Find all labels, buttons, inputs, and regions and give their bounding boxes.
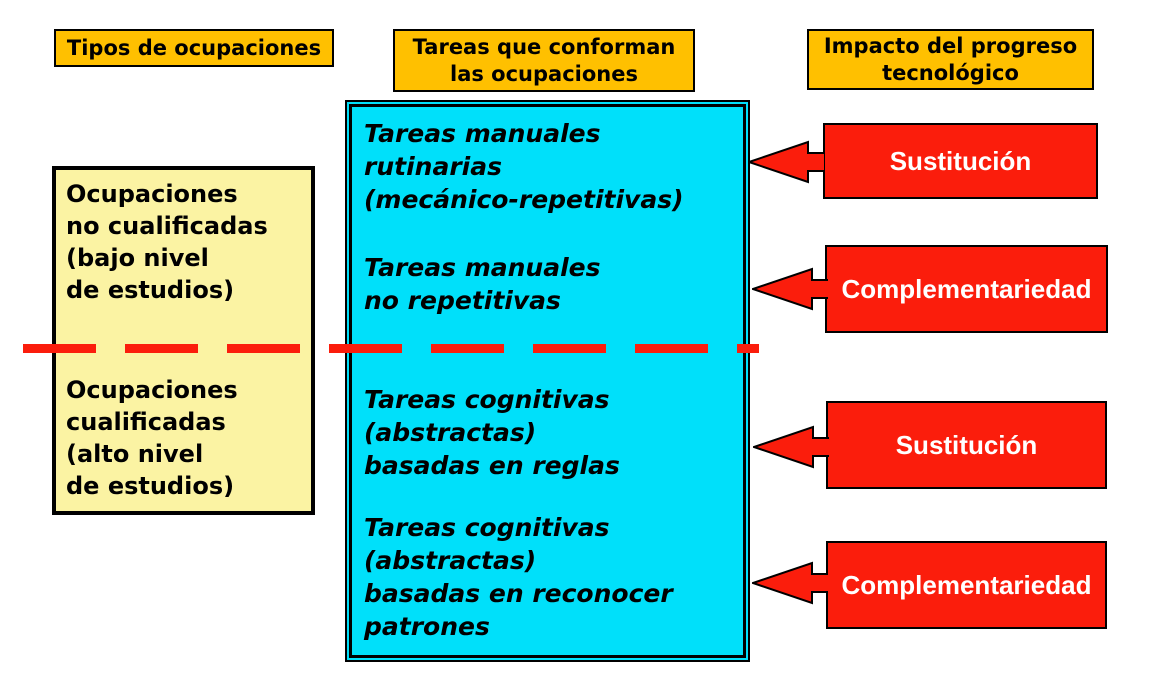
header-tech-impact: Impacto del progreso tecnológico xyxy=(807,29,1094,90)
left-arrow-icon xyxy=(753,425,829,469)
task-manual-routine-label: Tareas manuales rutinarias (mecánico-rep… xyxy=(364,119,684,214)
impact-substitution-2: Sustitución xyxy=(826,401,1107,489)
left-arrow-icon xyxy=(748,140,824,184)
impact-complementarity-2: Complementariedad xyxy=(826,541,1107,629)
task-cognitive-rules-label: Tareas cognitivas (abstractas) basadas e… xyxy=(364,385,620,480)
header-tasks: Tareas que conforman las ocupaciones xyxy=(393,29,695,92)
occupations-box: Ocupaciones no cualificadas (bajo nivel … xyxy=(52,166,315,515)
task-manual-nonrepetitive-label: Tareas manuales no repetitivas xyxy=(364,253,601,315)
task-cognitive-patterns-label: Tareas cognitivas (abstractas) basadas e… xyxy=(364,513,673,641)
tasks-box-inner: Tareas manuales rutinarias (mecánico-rep… xyxy=(349,104,746,658)
occupation-unskilled-label: Ocupaciones no cualificadas (bajo nivel … xyxy=(66,180,268,304)
left-arrow-icon xyxy=(752,267,828,311)
tasks-box: Tareas manuales rutinarias (mecánico-rep… xyxy=(345,100,750,662)
left-arrow-icon xyxy=(752,561,828,605)
impact-substitution-1: Sustitución xyxy=(823,123,1098,199)
skill-divider-dashed-line xyxy=(23,344,759,353)
occupation-skilled-label: Ocupaciones cualificadas (alto nivel de … xyxy=(66,376,238,500)
impact-complementarity-1: Complementariedad xyxy=(825,245,1108,333)
header-occupation-types: Tipos de ocupaciones xyxy=(54,29,334,67)
